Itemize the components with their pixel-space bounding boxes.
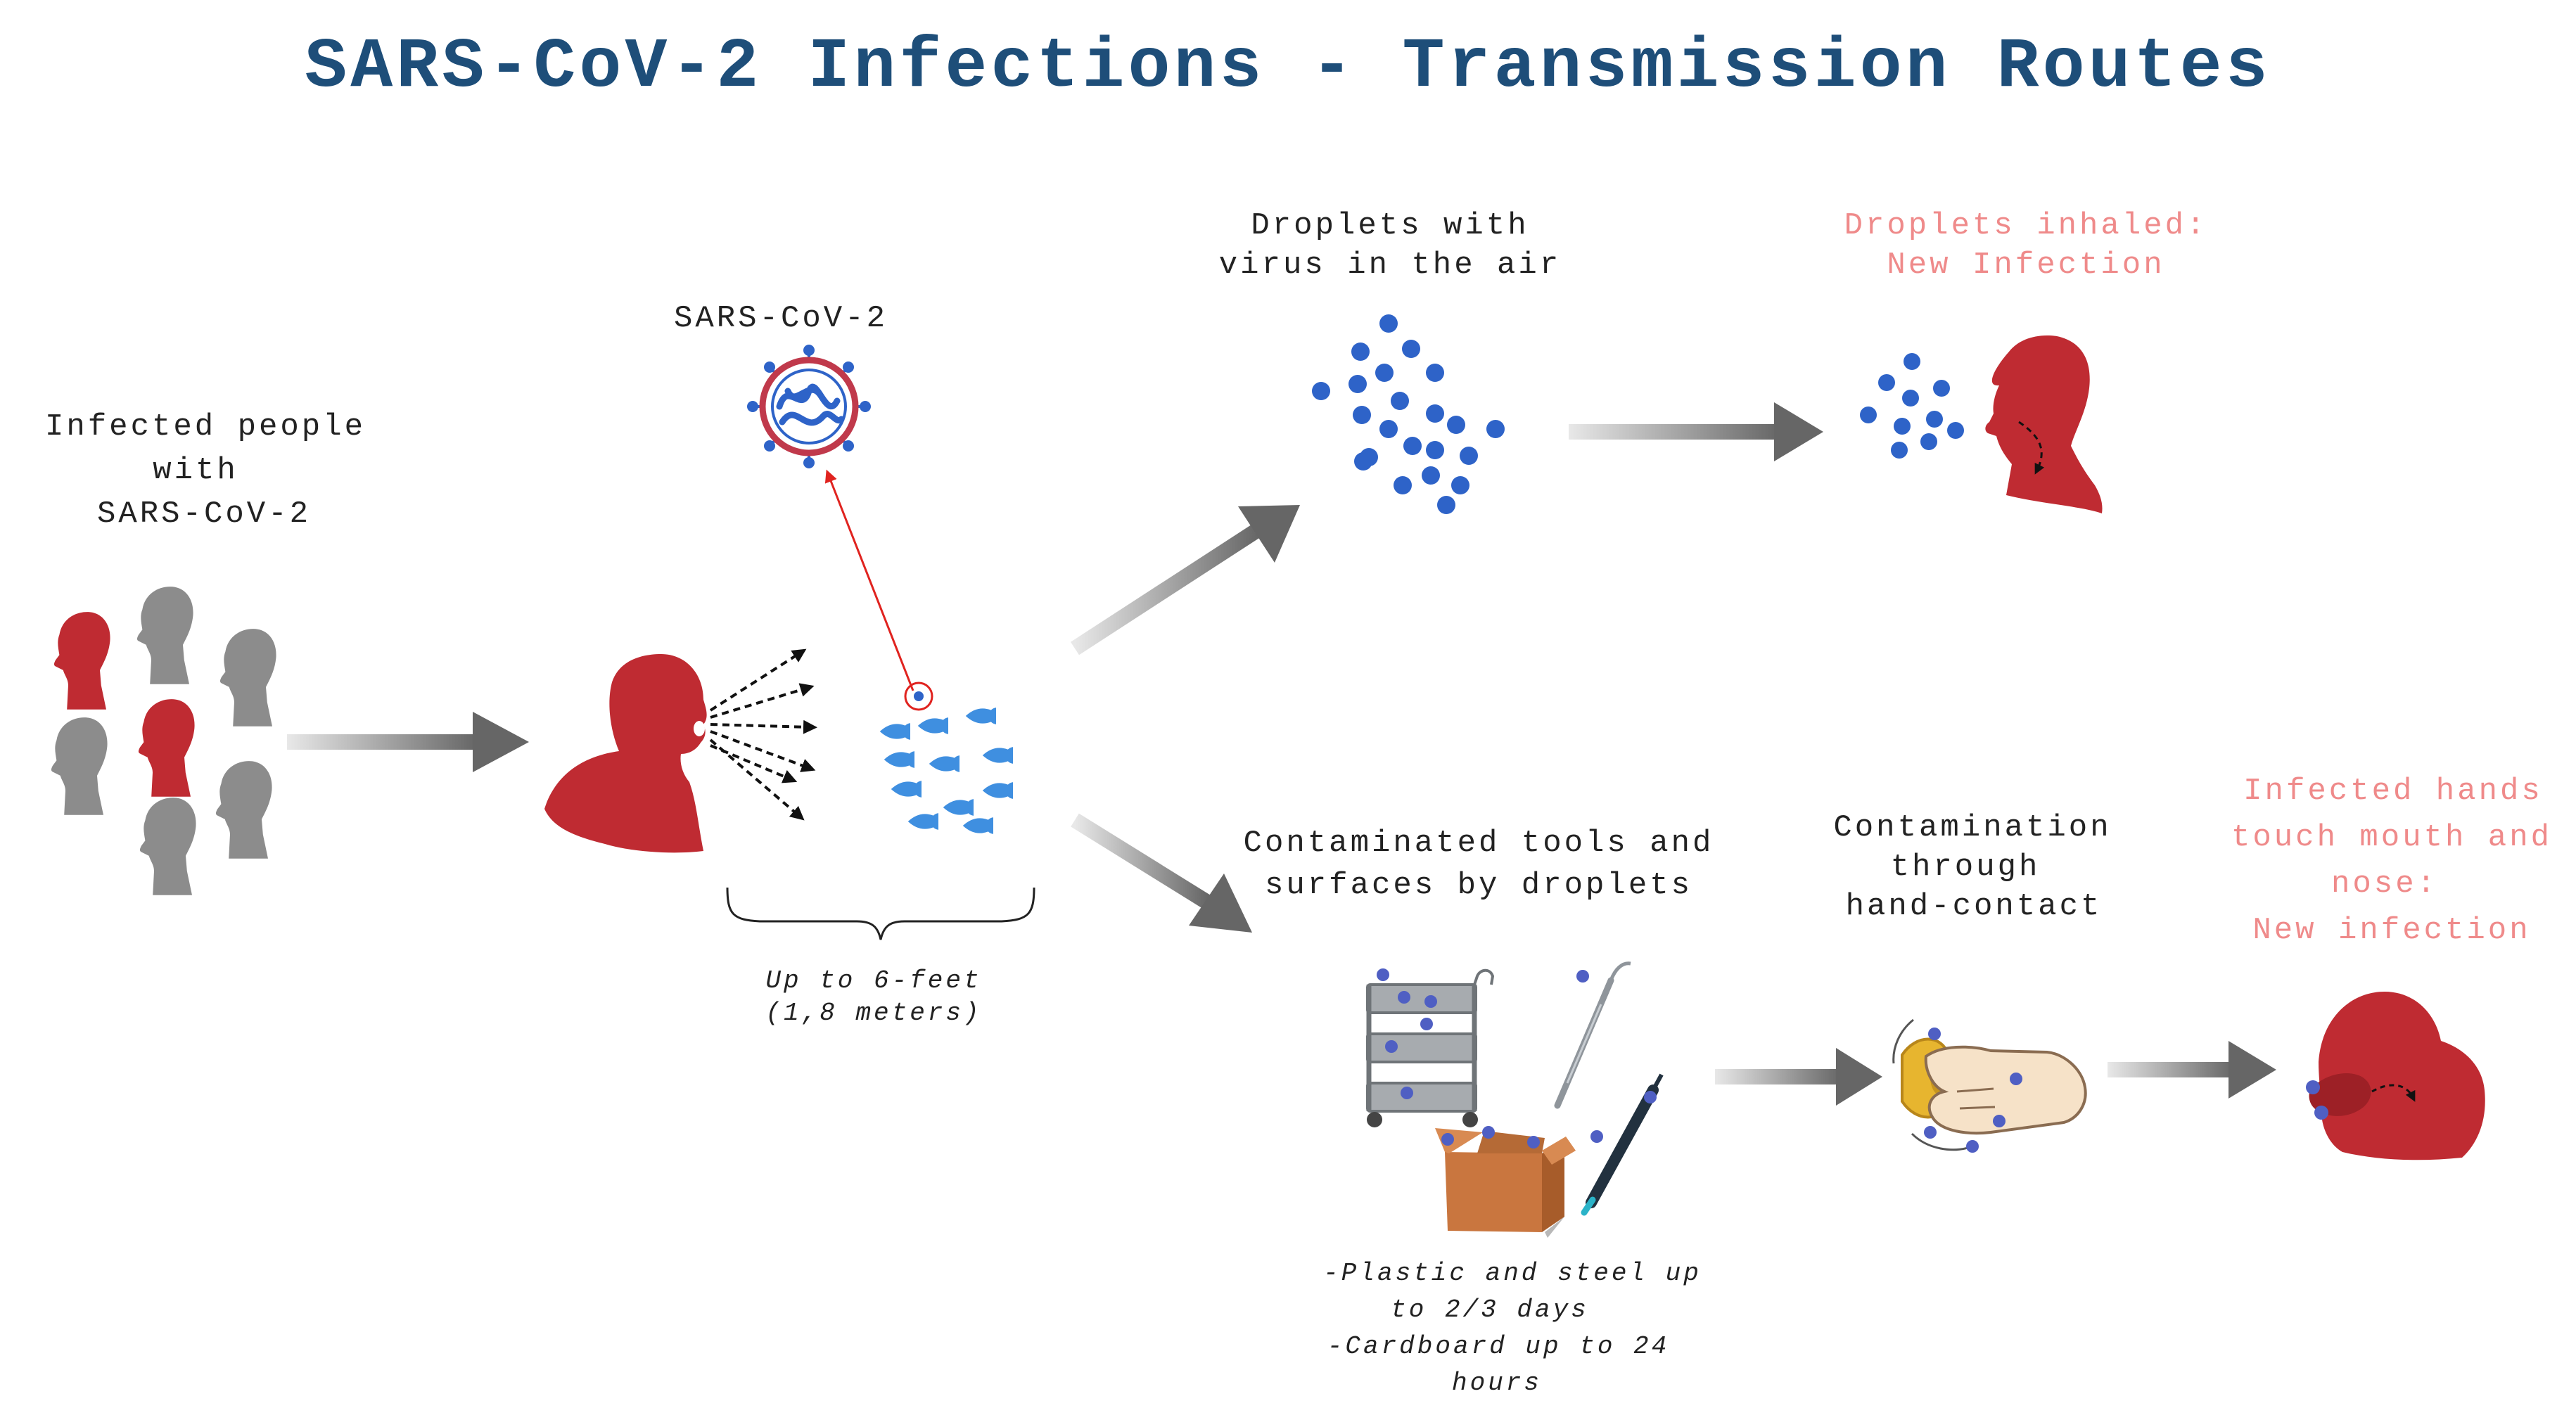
- infected-people-label: Infected people with SARS-CoV-2: [45, 409, 366, 532]
- hand-contact-label: Contamination: [1833, 810, 2111, 845]
- droplet-icon: [982, 747, 1013, 764]
- label-line: Infected people: [45, 409, 366, 444]
- dental-syringe-icon: [1581, 1073, 1664, 1216]
- virus-particle: [914, 691, 924, 701]
- coughing-person-icon: [544, 654, 707, 853]
- label-line: with: [153, 453, 238, 488]
- persistence-note: -Cardboard up to 24: [1327, 1332, 1669, 1361]
- hands-touch-label: New infection: [2252, 913, 2530, 948]
- distance-brace: [726, 887, 1035, 940]
- droplet-icon: [943, 799, 974, 816]
- distance-note: (1,8 meters): [765, 999, 981, 1028]
- hand-doorknob-icon: [1892, 1018, 2087, 1153]
- page-title: SARS-CoV-2 Infections - Transmission Rou…: [305, 28, 2271, 108]
- surfaces-label: Contaminated tools and: [1244, 826, 1714, 861]
- hands-touch-label: touch mouth and: [2231, 820, 2552, 855]
- surfaces-label: surfaces by droplets: [1265, 868, 1692, 903]
- persistence-note: hours: [1452, 1369, 1542, 1397]
- droplet-icon: [907, 813, 938, 830]
- person-head-icon: [136, 587, 193, 684]
- arrow-icon: [287, 712, 529, 772]
- label-line: SARS-CoV-2: [97, 497, 311, 532]
- hands-touch-label: Infected hands: [2243, 774, 2543, 809]
- person-head-icon: [215, 761, 272, 859]
- person-head-icon: [51, 717, 108, 815]
- respiratory-droplets: [879, 708, 1013, 834]
- arrow-icon: [1071, 505, 1300, 655]
- cardboard-box-icon: [1435, 1126, 1576, 1238]
- person-head-icon: [219, 629, 276, 727]
- droplet-icon: [962, 817, 993, 834]
- arrow-icon: [2108, 1041, 2276, 1099]
- arrow-icon: [1569, 402, 1823, 461]
- virus-label: SARS-CoV-2: [674, 301, 888, 336]
- arrow-icon: [1715, 1048, 1882, 1106]
- hands-touch-label: nose:: [2331, 866, 2438, 902]
- hand-contact-label: hand-contact: [1846, 889, 2103, 924]
- face-touch-icon: [2306, 992, 2485, 1160]
- distance-note: Up to 6-feet: [765, 966, 981, 995]
- persistence-note: -Plastic and steel up: [1323, 1259, 1702, 1288]
- arrow-icon: [1071, 813, 1252, 933]
- hand-contact-label: through: [1891, 850, 2041, 885]
- zoom-circle: [904, 681, 933, 711]
- infected-person-icon: [53, 612, 110, 710]
- persistence-note: to 2/3 days: [1391, 1295, 1589, 1324]
- droplet-icon: [965, 708, 996, 724]
- people-group: [51, 587, 276, 895]
- dental-probe-icon: [1554, 961, 1631, 1109]
- airborne-virus-cloud: [1312, 314, 1505, 514]
- virus-icon: [747, 345, 871, 468]
- droplets-air-label: Droplets with: [1251, 208, 1529, 243]
- infected-person-icon: [138, 699, 195, 797]
- inhaled-label: New Infection: [1887, 248, 2164, 283]
- inhaled-label: Droplets inhaled:: [1844, 208, 2208, 243]
- person-head-icon: [139, 798, 196, 895]
- cough-rays: [709, 648, 817, 821]
- zoom-pointer: [824, 469, 914, 691]
- inhaling-person-icon: [1985, 335, 2103, 513]
- droplet-icon: [884, 751, 914, 768]
- droplet-icon: [929, 755, 959, 772]
- droplets-air-label: virus in the air: [1219, 248, 1561, 283]
- droplet-icon: [982, 782, 1013, 799]
- droplet-icon: [879, 723, 910, 740]
- droplet-icon: [891, 781, 922, 798]
- service-cart-icon: [1366, 968, 1495, 1127]
- inhaled-droplets: [1860, 353, 1964, 459]
- droplet-icon: [917, 717, 948, 734]
